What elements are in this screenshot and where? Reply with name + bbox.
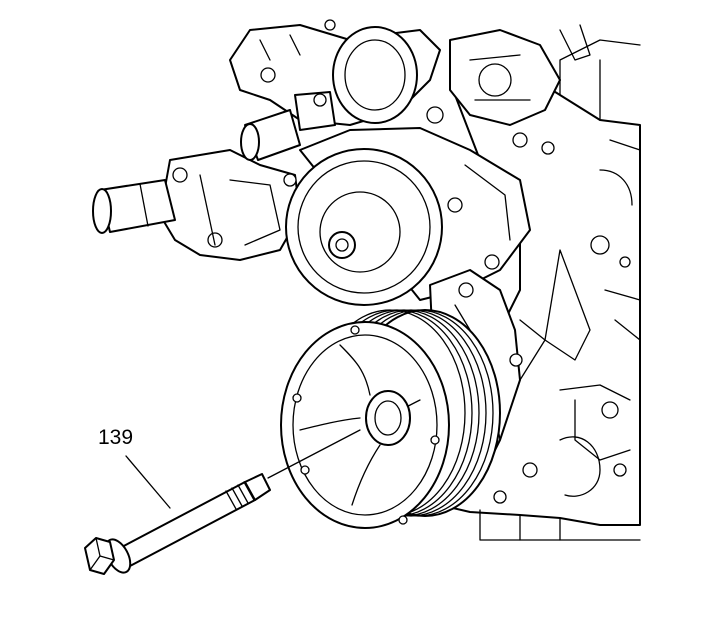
- bolt-to-balancer-line: [267, 429, 361, 479]
- crankshaft-balancer-bolt: [84, 473, 271, 575]
- water-outlet-housing: [92, 91, 336, 261]
- crankshaft-balancer: [280, 309, 501, 529]
- leader-lines: [125, 429, 361, 509]
- callout-139-leader: [125, 455, 171, 509]
- upper-components: [229, 19, 591, 155]
- callout-label-139: 139: [98, 426, 133, 449]
